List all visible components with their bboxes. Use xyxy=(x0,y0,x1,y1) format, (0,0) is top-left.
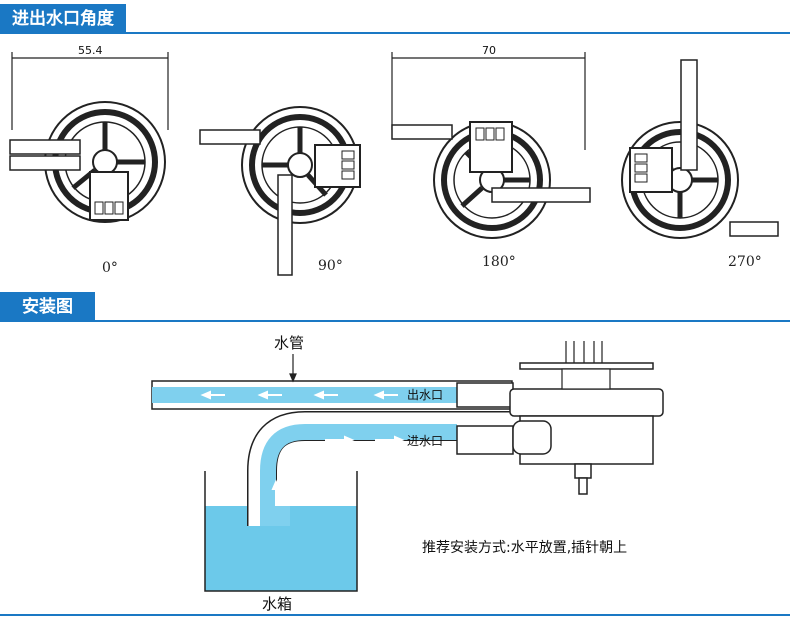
inlet-pipe xyxy=(247,411,514,526)
pump-180deg xyxy=(391,121,591,239)
angle-label-180: 180° xyxy=(482,254,516,270)
dimension-label-b: 70 xyxy=(482,44,496,57)
bottom-divider xyxy=(0,614,790,616)
outlet-pipe xyxy=(151,380,514,410)
pump-side-view xyxy=(509,341,664,495)
outlet-label: 出水口 xyxy=(407,388,444,402)
install-note: 推荐安装方式:水平放置,插针朝上 xyxy=(422,540,628,556)
section-title-install: 安装图 xyxy=(0,292,95,322)
dimension-label-a: 55.4 xyxy=(78,44,103,57)
section-header-install: 安装图 xyxy=(0,292,790,322)
section-header-angles: 进出水口角度 xyxy=(0,4,790,34)
section-underline xyxy=(0,32,790,34)
pipe-label: 水管 xyxy=(274,334,305,352)
pump-270deg xyxy=(621,59,779,239)
install-diagram xyxy=(151,341,664,592)
pump-90deg xyxy=(199,106,361,276)
pump-0deg xyxy=(9,101,166,223)
angle-label-90: 90° xyxy=(318,258,343,274)
section-title-angles: 进出水口角度 xyxy=(0,4,126,34)
tank-label: 水箱 xyxy=(262,595,293,613)
angle-drawings xyxy=(9,52,779,276)
section-underline xyxy=(0,320,790,322)
angle-label-0: 0° xyxy=(102,260,118,276)
inlet-label: 进水口 xyxy=(407,434,444,448)
angle-label-270: 270° xyxy=(728,254,762,270)
water-tank xyxy=(204,471,358,592)
